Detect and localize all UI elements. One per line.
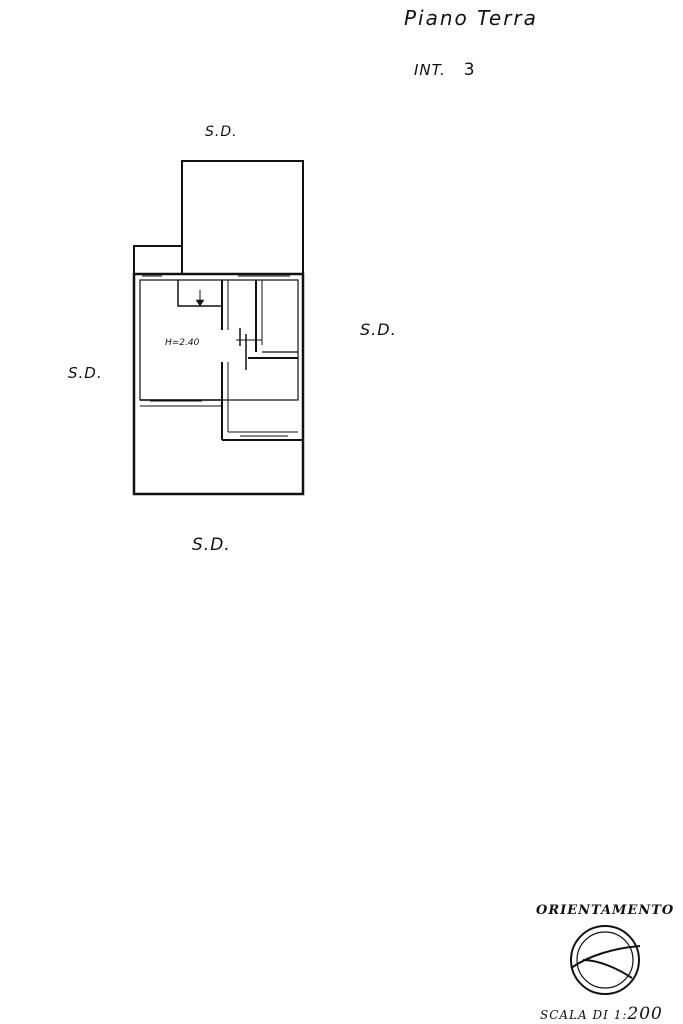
scale-value: 200 [627,1004,663,1024]
window-marks [142,275,290,437]
neighbor-label-top: S.D. [205,124,238,140]
entry-arrow-head [195,299,205,307]
unit-prefix: INT. [414,61,446,79]
neighbor-label-left: S.D. [68,364,103,382]
compass-icon [570,925,641,995]
neighbor-label-bottom: S.D. [192,535,231,555]
courtyard-step [133,245,182,274]
unit-label: INT. 3 [414,60,476,80]
neighbor-label-right: S.D. [360,320,397,339]
main-room-wall [139,279,299,401]
courtyard-outline [181,160,304,274]
scale-label: SCALA DI 1:200 [540,1004,663,1024]
scale-prefix: SCALA DI 1: [540,1008,628,1022]
floor-title: Piano Terra [404,6,538,30]
orientation-label: ORIENTAMENTO [536,903,675,918]
unit-number: 3 [463,60,476,80]
room-height-label: H=2.40 [165,338,200,348]
building-outline [132,272,305,496]
